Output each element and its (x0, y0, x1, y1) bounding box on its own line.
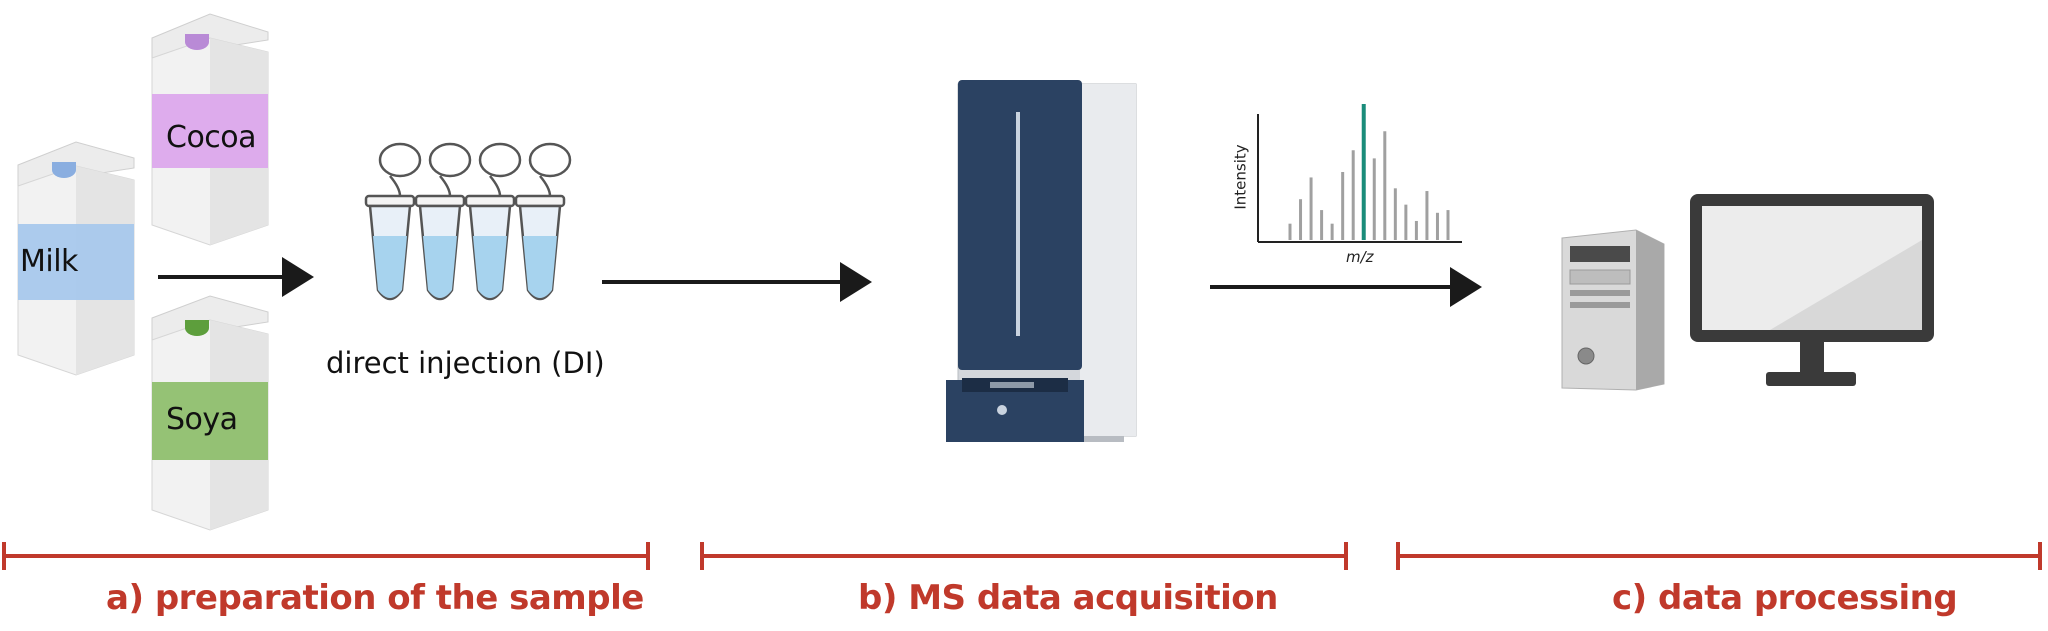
monitor-icon (1690, 194, 1934, 386)
spectrum-ylabel: Intensity (1231, 144, 1250, 210)
bracket-a (2, 542, 650, 570)
computer-tower-icon (1561, 229, 1665, 391)
milk-carton-icon (17, 141, 135, 376)
sample-tubes-icon (364, 142, 572, 301)
milk-label: Milk (20, 244, 78, 279)
section-b-label: b) MS data acquisition (858, 578, 1278, 618)
soya-label: Soya (166, 402, 238, 437)
mass-spectrometer-icon (946, 80, 1137, 442)
spectrum-xlabel: m/z (1346, 248, 1374, 266)
bracket-c (1396, 542, 2042, 570)
section-a-label: a) preparation of the sample (106, 578, 644, 618)
section-c-label: c) data processing (1612, 578, 1958, 618)
soya-carton-icon (151, 295, 269, 531)
bracket-b (700, 542, 1348, 570)
cocoa-label: Cocoa (166, 120, 257, 155)
cocoa-carton-icon (151, 13, 269, 246)
step-caption: direct injection (DI) (326, 346, 605, 380)
mass-spectrum-chart (1257, 104, 1462, 243)
